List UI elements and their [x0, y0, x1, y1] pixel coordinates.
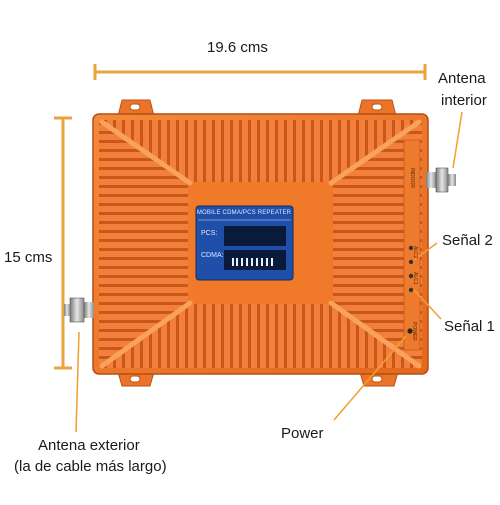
width-dimension [93, 64, 427, 80]
port-label-alc2: ALC2 [412, 246, 418, 259]
outdoor-antenna-label-line1: Antena exterior [38, 437, 140, 454]
signal1-label: Señal 1 [444, 318, 495, 335]
callout-signal1-line [413, 289, 442, 320]
outdoor-antenna-label-line2: (la de cable más largo) [14, 458, 167, 475]
height-dimension [54, 116, 72, 370]
lcd-display [195, 205, 294, 281]
port-label-alc1: ALC1 [412, 272, 418, 285]
indoor-antenna-label-line1: Antena [438, 70, 486, 87]
signal2-label: Señal 2 [442, 232, 493, 249]
height-label: 15 cms [4, 249, 53, 266]
callout-power-line [333, 335, 407, 421]
indoor-antenna-connector [426, 167, 456, 193]
callout-indoor-line [452, 111, 463, 169]
outdoor-antenna-connector [64, 297, 94, 323]
port-label-power: POWER [411, 322, 417, 341]
display-title: MOBILE CDMA/PCS REPEATER [196, 210, 292, 216]
display-row-pcs: PCS: [201, 230, 218, 237]
indoor-antenna-label-line2: interior [441, 92, 487, 109]
callout-lines [75, 111, 463, 433]
callout-outdoor-line [75, 331, 80, 433]
callout-signal2-line [413, 242, 438, 261]
port-label-indoor: INDOOR [409, 168, 415, 188]
width-label: 19.6 cms [207, 39, 268, 56]
power-label: Power [281, 425, 324, 442]
display-row-cdma: CDMA: [201, 252, 224, 259]
